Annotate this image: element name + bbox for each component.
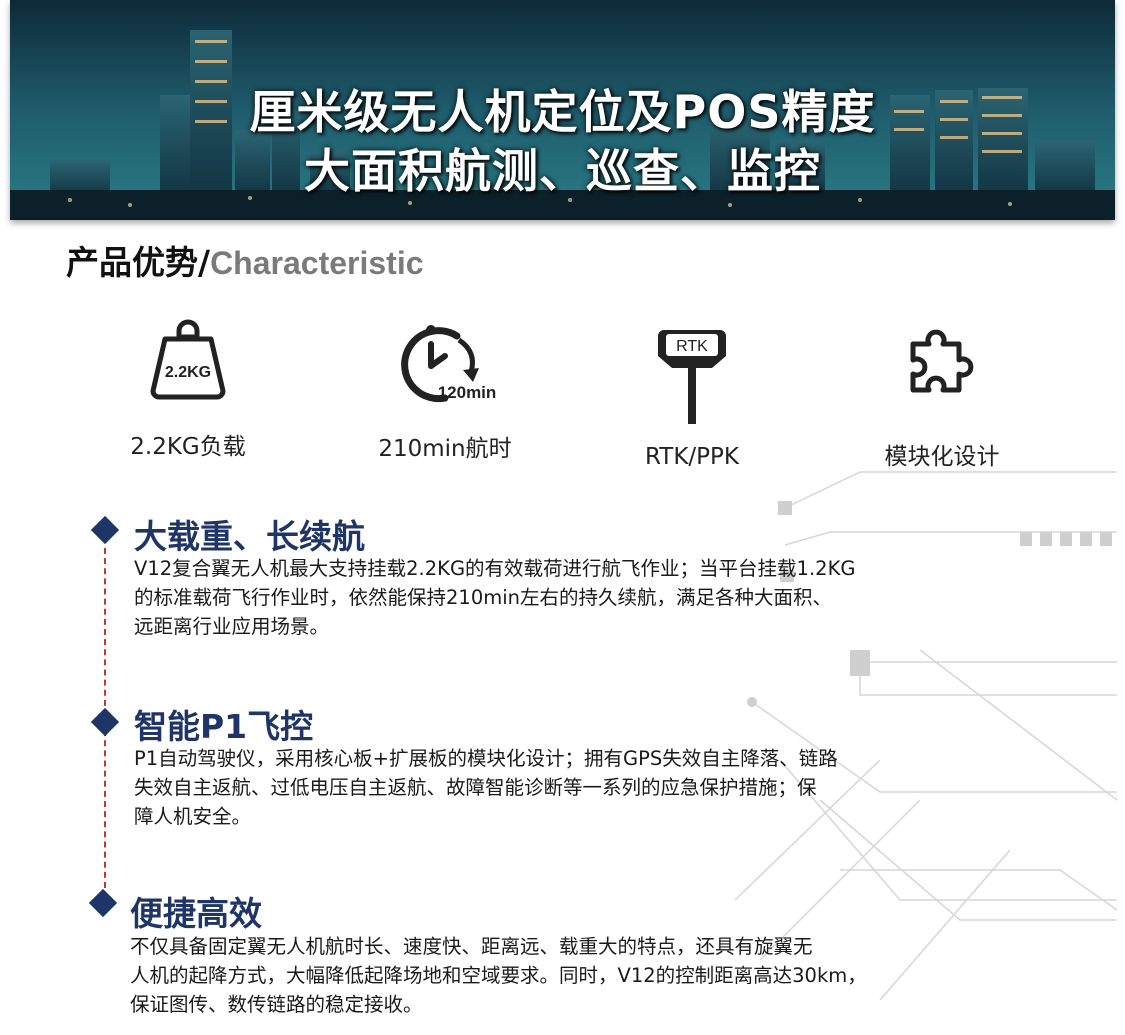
weight-icon: 2.2KG	[150, 319, 226, 400]
puzzle-icon	[910, 329, 974, 393]
feature-label-modular: 模块化设计	[884, 444, 1000, 470]
rtk-icon-text: RTK	[676, 338, 708, 355]
block-3-line-1: 不仅具备固定翼无人机航时长、速度快、距离远、载重大的特点，还具有旋翼无	[130, 935, 813, 958]
block-1-title: 大载重、长续航	[134, 517, 365, 556]
city-skyline-image	[10, 0, 1115, 220]
feature-label-rtk: RTK/PPK	[644, 444, 739, 470]
block-2-line-3: 障人机安全。	[134, 805, 252, 828]
block-2-body: P1自动驾驶仪，采用核心板+扩展板的模块化设计；拥有GPS失效自主降落、链路 失…	[134, 744, 838, 831]
feature-rtk: RTK RTK/PPK	[592, 320, 792, 470]
hero-banner: 厘米级无人机定位及POS精度 大面积航测、巡查、监控	[10, 0, 1115, 220]
section-title: 产品优势/Characteristic	[66, 236, 424, 284]
feature-label-endurance: 210min航时	[378, 436, 512, 462]
feature-modular: 模块化设计	[842, 322, 1042, 470]
block-2-line-1: P1自动驾驶仪，采用核心板+扩展板的模块化设计；拥有GPS失效自主降落、链路	[134, 747, 838, 770]
block-3-title: 便捷高效	[130, 894, 262, 933]
block-1-line-1: V12复合翼无人机最大支持挂载2.2KG的有效载荷进行航飞作业；当平台挂载1.2…	[134, 557, 856, 580]
block-2-title: 智能P1飞控	[134, 707, 314, 746]
block-1-body: V12复合翼无人机最大支持挂载2.2KG的有效载荷进行航飞作业；当平台挂载1.2…	[134, 554, 855, 641]
block-1-line-3: 远距离行业应用场景。	[134, 615, 330, 638]
rtk-antenna-icon: RTK	[658, 330, 726, 424]
feature-payload: 2.2KG 2.2KG负载	[88, 315, 288, 460]
block-3-line-3: 保证图传、数传链路的稳定接收。	[130, 993, 423, 1016]
clock-icon-text: 120min	[438, 383, 497, 402]
banner-title-line2: 大面积航测、巡查、监控	[304, 144, 821, 198]
banner-title-line1: 厘米级无人机定位及POS精度	[249, 85, 876, 139]
block-1-line-2: 的标准载荷飞行作业时，依然能保持210min左右的持久续航，满足各种大面积、	[134, 586, 832, 609]
block-3-line-2: 人机的起降方式，大幅降低起降场地和空域要求。同时，V12的控制距离高达30km，	[130, 964, 867, 987]
block-3-body: 不仅具备固定翼无人机航时长、速度快、距离远、载重大的特点，还具有旋翼无 人机的起…	[130, 932, 867, 1019]
feature-label-payload: 2.2KG负载	[130, 434, 246, 460]
weight-icon-text: 2.2KG	[165, 364, 211, 381]
feature-endurance: 120min 210min航时	[345, 318, 545, 462]
section-title-zh: 产品优势/	[66, 243, 211, 282]
clock-icon: 120min	[401, 325, 497, 403]
block-2-line-2: 失效自主返航、过低电压自主返航、故障智能诊断等一系列的应急保护措施；保	[134, 776, 817, 799]
section-title-en: Characteristic	[210, 245, 424, 281]
